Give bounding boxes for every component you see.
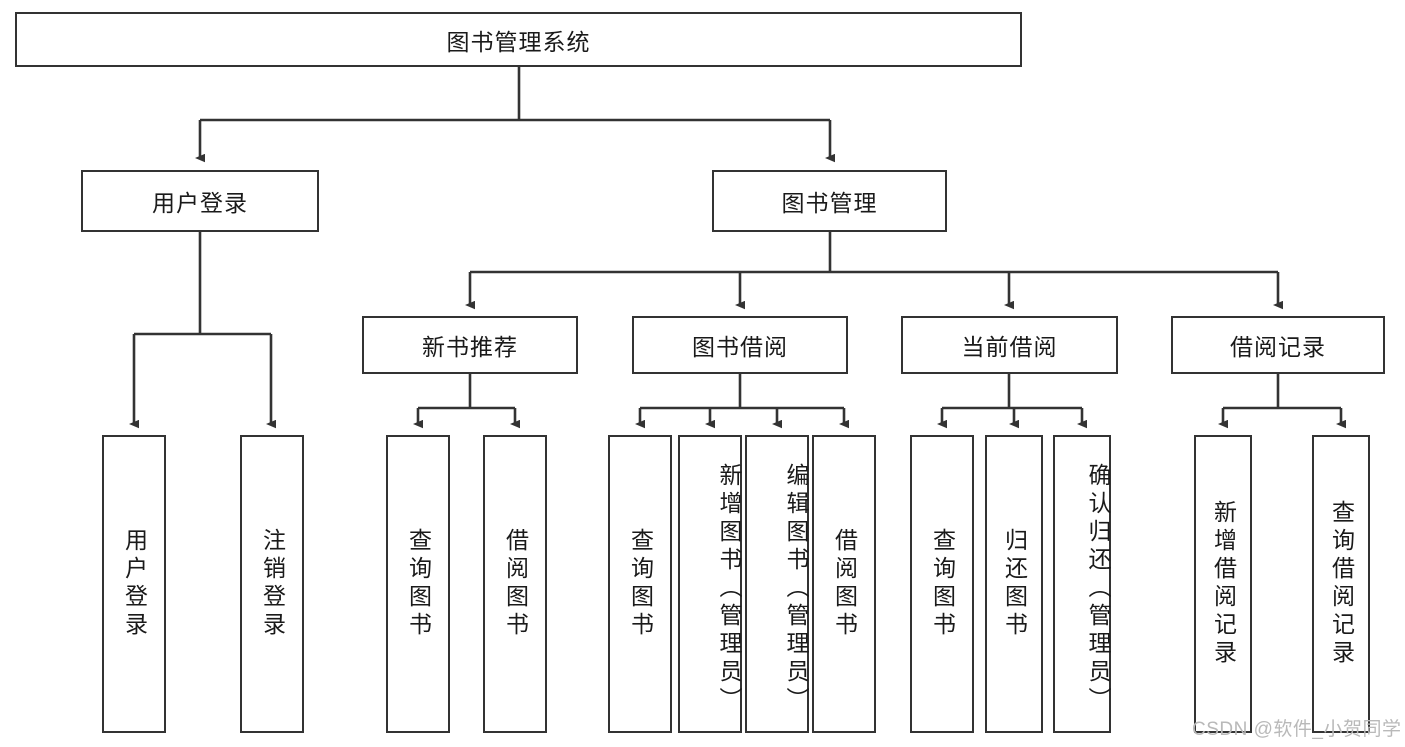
- node-leaf-add-book-admin[interactable]: 新增图书（管理员）: [678, 435, 742, 733]
- node-leaf-query-borrow-record[interactable]: 查询借阅记录: [1312, 435, 1370, 733]
- node-leaf-edit-book-admin[interactable]: 编辑图书（管理员）: [745, 435, 809, 733]
- node-leaf-confirm-return-admin[interactable]: 确认归还（管理员）: [1053, 435, 1111, 733]
- node-leaf-add-borrow-record[interactable]: 新增借阅记录: [1194, 435, 1252, 733]
- node-leaf-query-book-recommend[interactable]: 查询图书: [386, 435, 450, 733]
- node-leaf-query-book-current[interactable]: 查询图书: [910, 435, 974, 733]
- node-root[interactable]: 图书管理系统: [15, 12, 1022, 67]
- node-leaf-user-logout[interactable]: 注销登录: [240, 435, 304, 733]
- node-new-book-recommend[interactable]: 新书推荐: [362, 316, 578, 374]
- node-book-manage[interactable]: 图书管理: [712, 170, 947, 232]
- csdn-watermark: CSDN @软件_小贺同学: [1192, 719, 1402, 740]
- node-user-login[interactable]: 用户登录: [81, 170, 319, 232]
- node-leaf-user-login[interactable]: 用户登录: [102, 435, 166, 733]
- node-borrow-record[interactable]: 借阅记录: [1171, 316, 1385, 374]
- node-leaf-return-book[interactable]: 归还图书: [985, 435, 1043, 733]
- node-current-borrow[interactable]: 当前借阅: [901, 316, 1118, 374]
- node-book-borrow[interactable]: 图书借阅: [632, 316, 848, 374]
- node-leaf-query-book-borrow[interactable]: 查询图书: [608, 435, 672, 733]
- node-leaf-borrow-book-recommend[interactable]: 借阅图书: [483, 435, 547, 733]
- node-leaf-borrow-book[interactable]: 借阅图书: [812, 435, 876, 733]
